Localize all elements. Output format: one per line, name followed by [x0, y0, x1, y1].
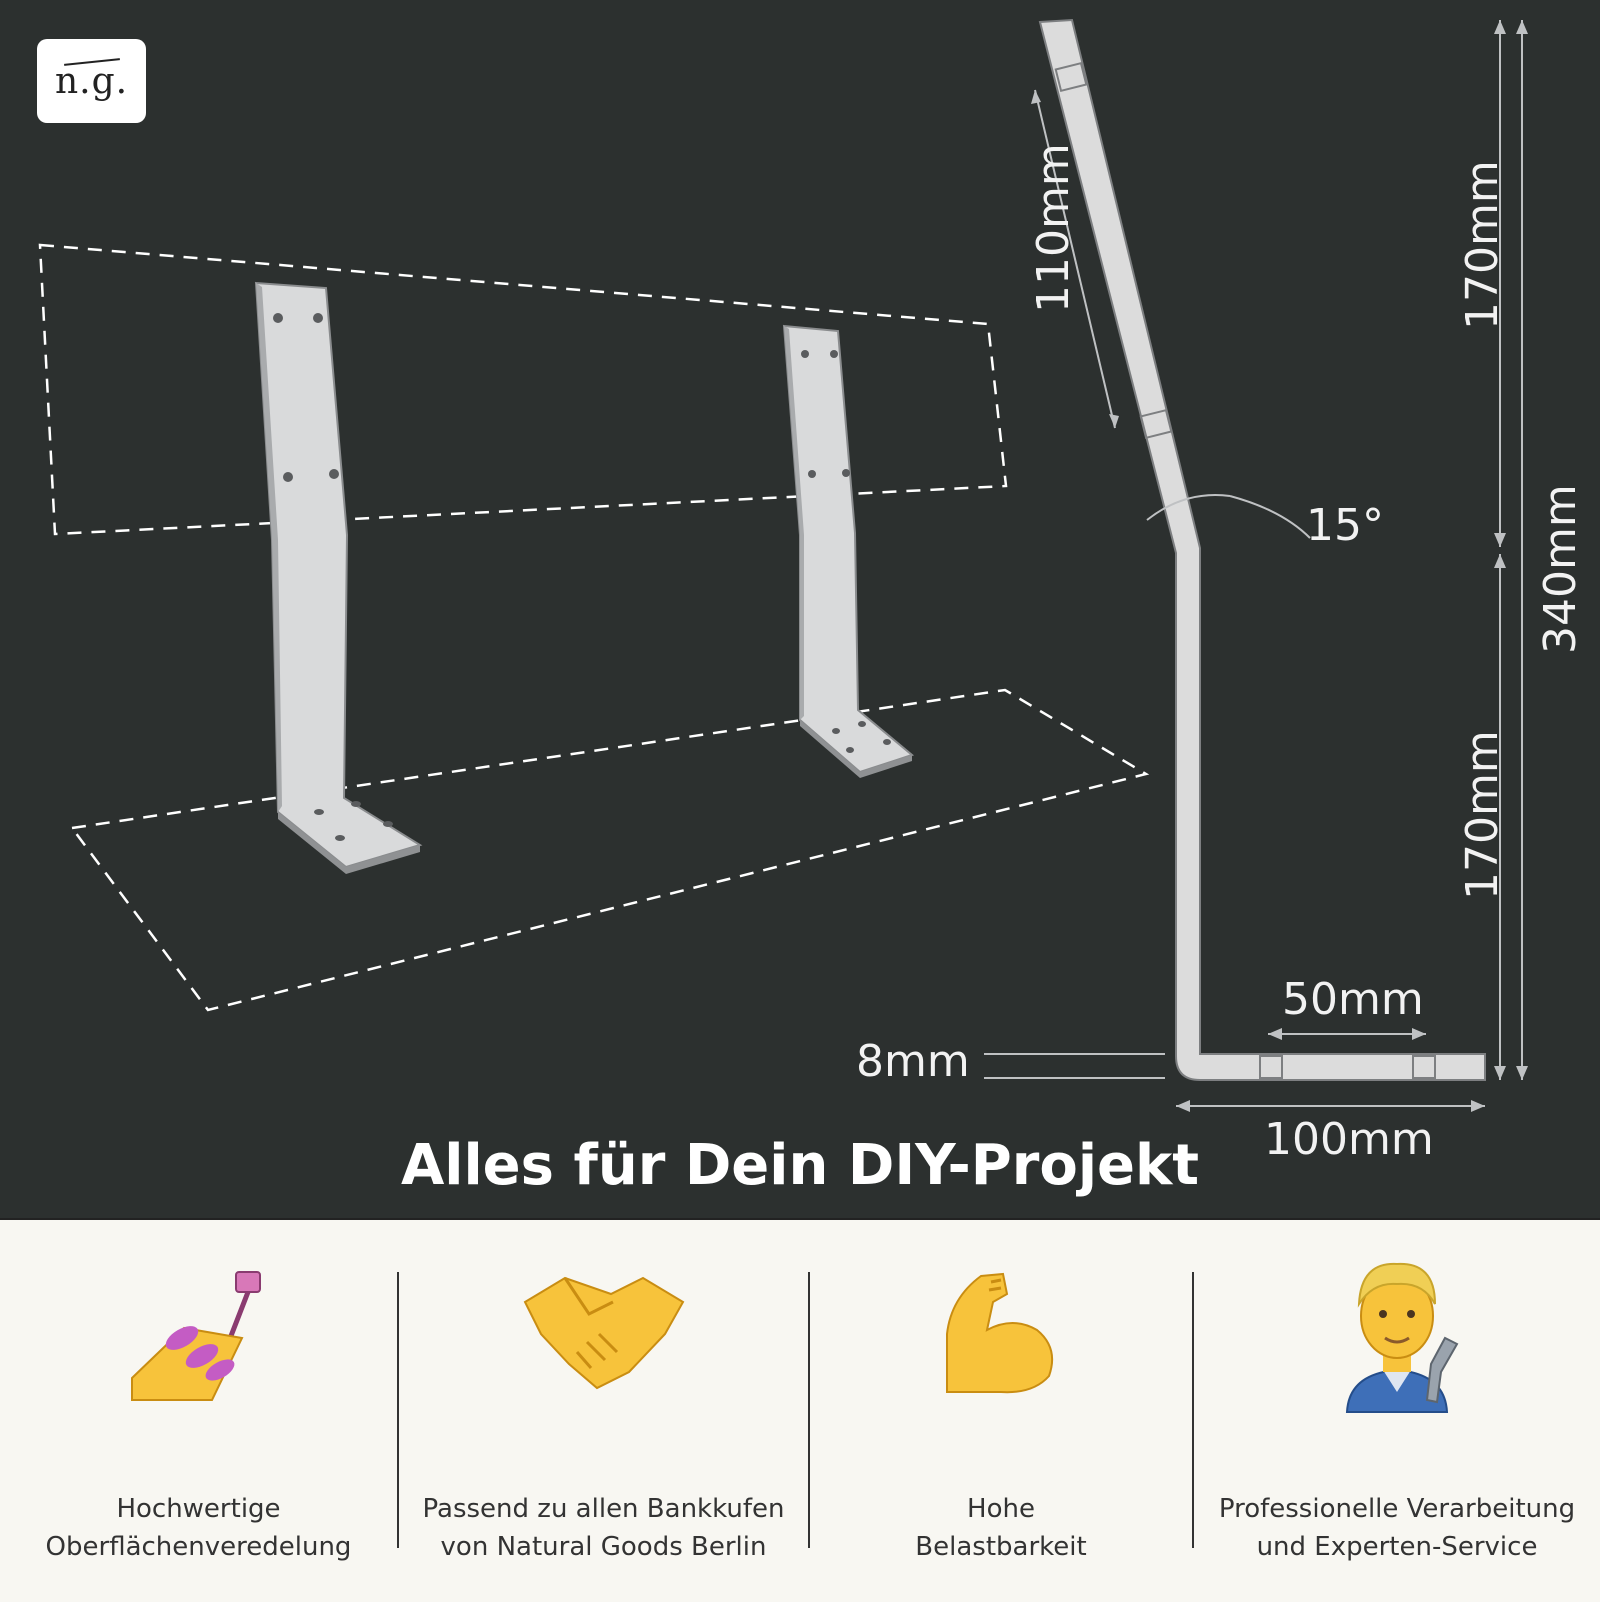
seat-outline [69, 688, 1150, 1012]
feature-compatibility: Passend zu allen Bankkufen von Natural G… [399, 1220, 808, 1602]
feature-line1: Passend zu allen Bankkufen [422, 1494, 785, 1524]
technical-drawing-panel: n.g. 110mm 170mm 170mm 340mm 15° 50mm 8m… [0, 0, 1600, 1218]
mechanic-icon [1345, 1262, 1459, 1413]
dim-upper-height: 170mm [1457, 160, 1508, 330]
backrest-outline [38, 243, 1008, 536]
brand-logo: n.g. [37, 39, 146, 123]
divider [808, 1272, 810, 1548]
dim-foot-length: 100mm [1264, 1114, 1434, 1165]
feature-line2: Belastbarkeit [915, 1532, 1087, 1562]
dim-top-segment: 110mm [1028, 143, 1079, 313]
bracket-drawing [38, 18, 1528, 1112]
feature-line2: und Experten-Service [1256, 1532, 1538, 1562]
feature-line2: von Natural Goods Berlin [440, 1532, 767, 1562]
nail-polish-icon [130, 1271, 261, 1401]
dim-total-height: 340mm [1535, 484, 1586, 654]
feature-line2: Oberflächenveredelung [45, 1532, 352, 1562]
dim-hole-spacing: 50mm [1282, 974, 1424, 1025]
feature-load-capacity: Hohe Belastbarkeit [810, 1220, 1192, 1602]
flexed-biceps-icon [946, 1272, 1053, 1394]
feature-line1: Hochwertige [116, 1494, 281, 1524]
divider [397, 1272, 399, 1548]
dim-thickness: 8mm [856, 1036, 970, 1087]
feature-line1: Professionelle Verarbeitung [1218, 1494, 1576, 1524]
feature-service: Professionelle Verarbeitung und Experten… [1194, 1220, 1600, 1602]
left-bracket [254, 281, 423, 874]
headline: Alles für Dein DIY-Projekt [400, 1133, 1200, 1198]
divider [1192, 1272, 1194, 1548]
feature-line1: Hohe [967, 1494, 1035, 1524]
logo-text: n.g. [54, 61, 129, 102]
handshake-icon [523, 1276, 684, 1390]
dim-angle: 15° [1306, 500, 1384, 551]
features-panel: Hochwertige Oberflächenveredelung Passen… [0, 1218, 1600, 1602]
feature-surface: Hochwertige Oberflächenveredelung [0, 1220, 397, 1602]
right-bracket [782, 324, 915, 778]
bracket-profile [1038, 18, 1486, 1081]
dim-lower-height: 170mm [1457, 730, 1508, 900]
